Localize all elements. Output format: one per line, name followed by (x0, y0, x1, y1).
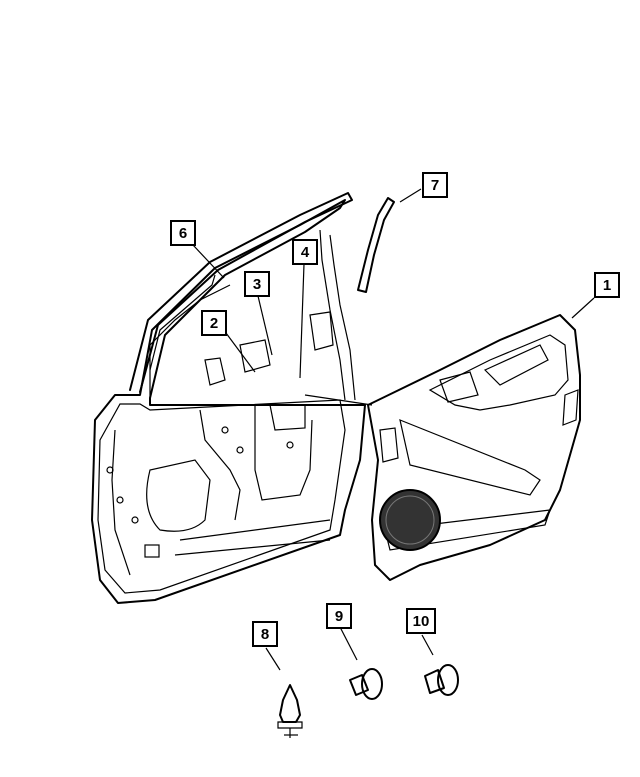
callout-2: 2 (201, 310, 227, 336)
belt-weatherstrip (357, 197, 395, 293)
door-shell (91, 199, 366, 604)
speaker-grille (379, 489, 441, 551)
callout-9: 9 (326, 603, 352, 629)
leader-lines (192, 188, 595, 671)
callout-10: 10 (406, 608, 436, 634)
callout-6: 6 (170, 220, 196, 246)
clip-retainer-9 (349, 668, 383, 700)
clip-pushpin (277, 684, 303, 738)
callout-3: 3 (244, 271, 270, 297)
window-weatherstrip (129, 192, 353, 393)
callout-8: 8 (252, 621, 278, 647)
clip-retainer-10 (424, 664, 459, 696)
callout-7: 7 (422, 172, 448, 198)
callout-4: 4 (292, 239, 318, 265)
callout-1: 1 (594, 272, 620, 298)
door-trim-panel (367, 314, 581, 581)
